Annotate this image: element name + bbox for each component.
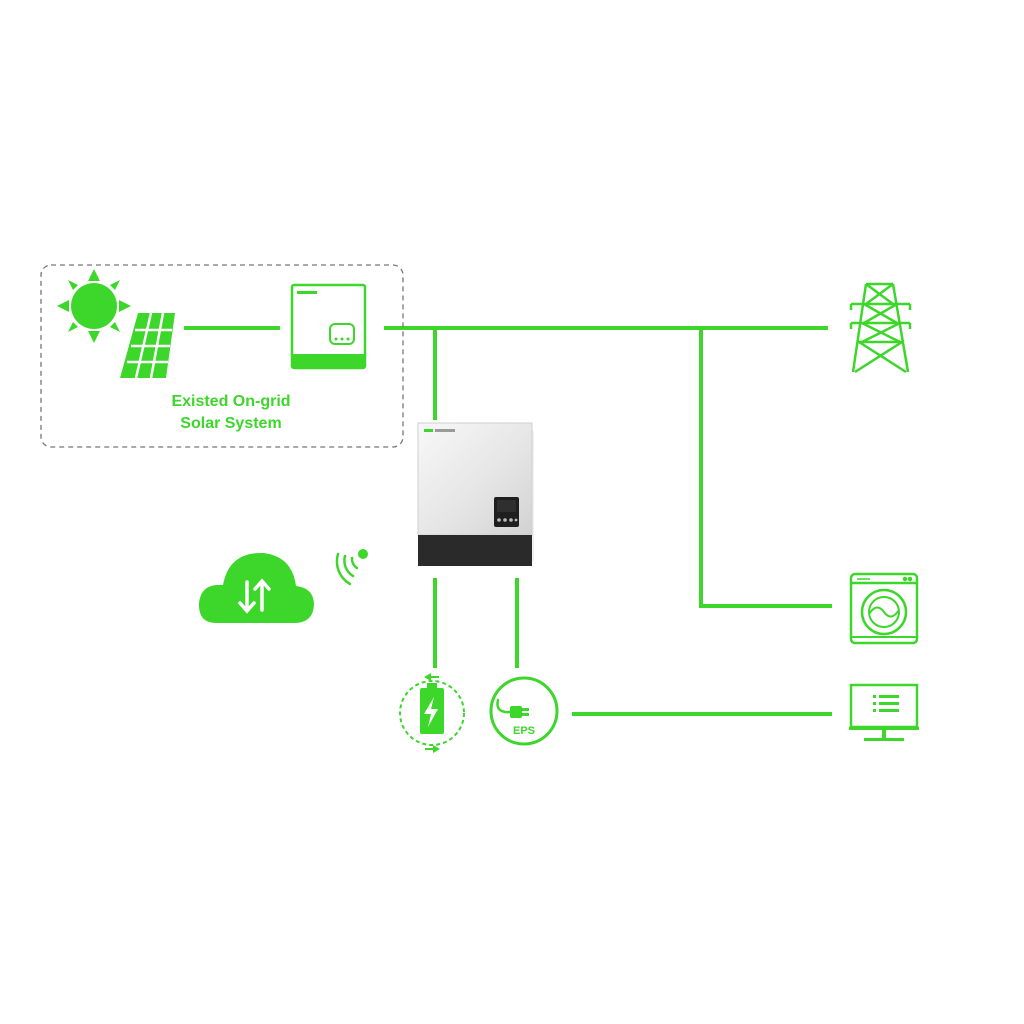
ongrid-inverter-icon [290,283,367,370]
eps-plug-icon [489,676,559,746]
sun-icon [57,269,131,343]
eps-label: EPS [513,725,535,737]
ongrid-label-line1: Existed On-grid [171,393,290,410]
wifi-signal-icon [335,549,368,586]
solar-panel-icon [120,312,175,379]
power-tower-icon [849,282,912,374]
hybrid-inverter-image [417,422,534,566]
transfer-arrows-icon [238,578,271,614]
battery-icon [399,673,465,753]
connection-lines [184,326,832,716]
washing-machine-icon [849,572,919,645]
ongrid-group-box [40,264,404,448]
monitor-icon [849,683,919,741]
ongrid-label-line2: Solar System [180,415,281,432]
cloud-icon [198,552,314,623]
